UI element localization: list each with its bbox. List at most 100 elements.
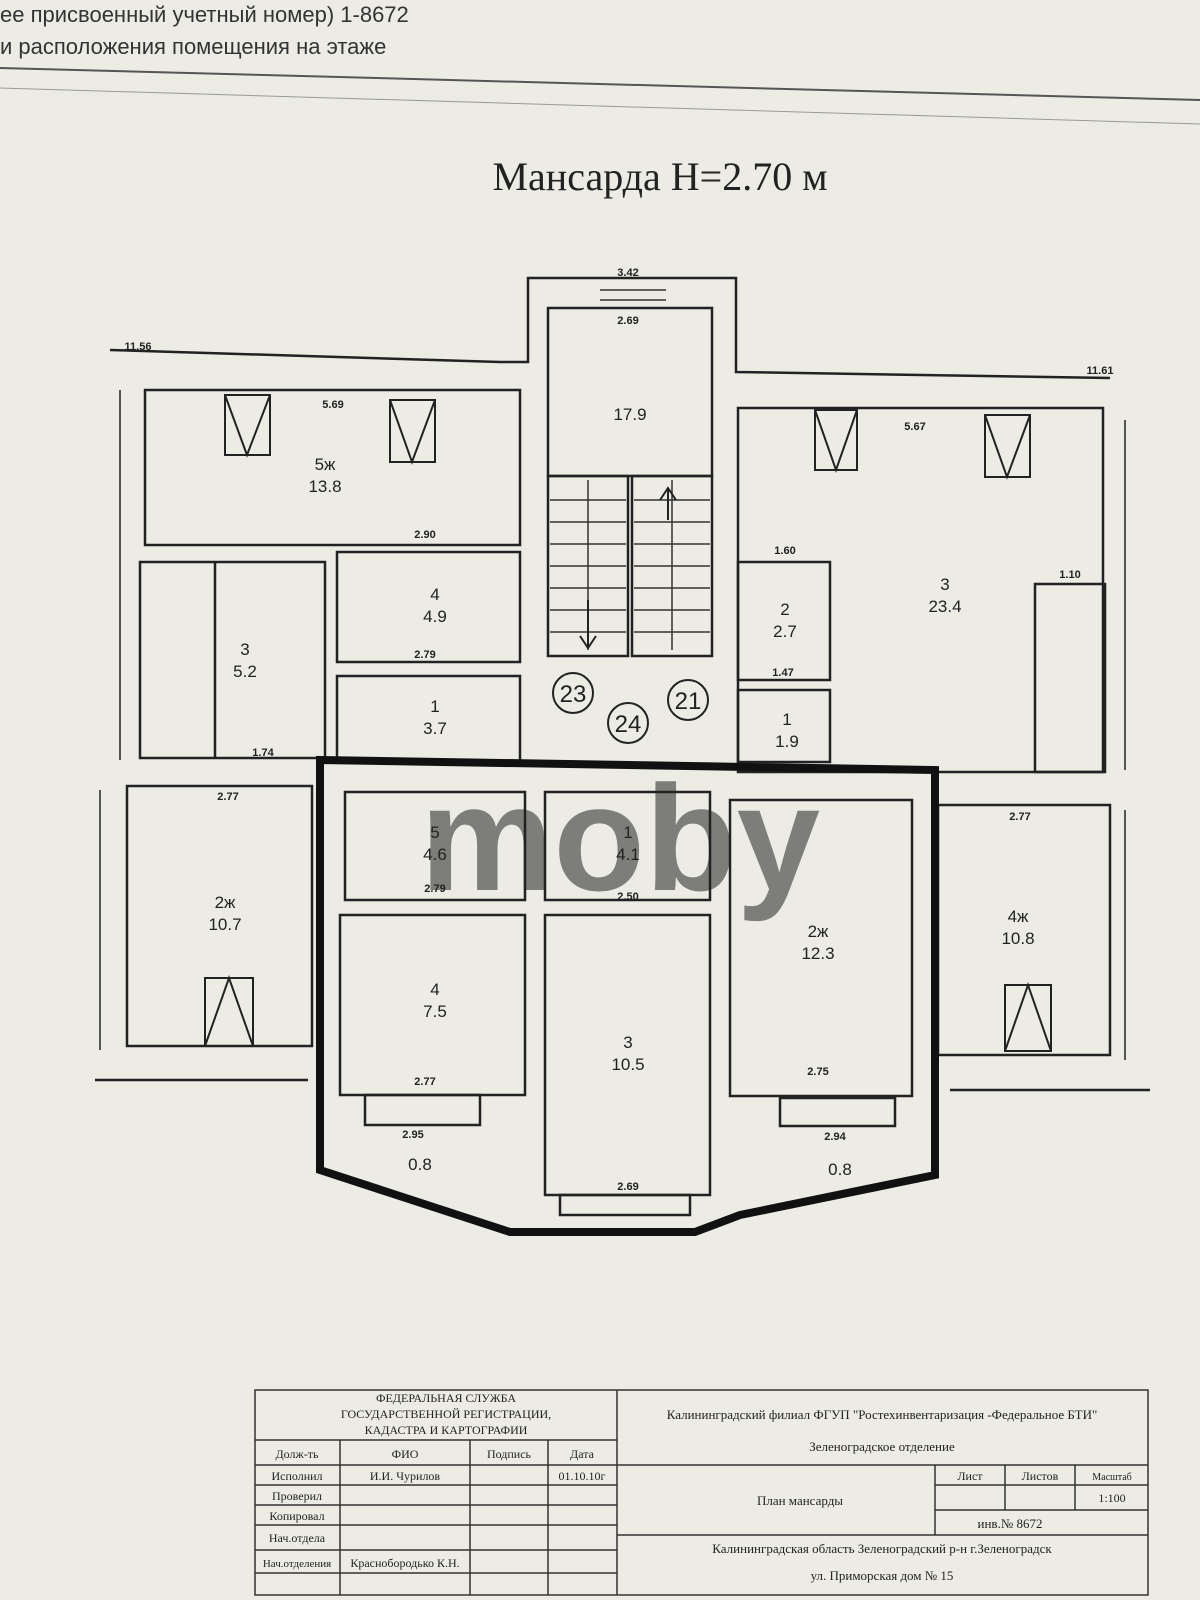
col-post: Долж-ть — [275, 1447, 319, 1461]
col-date: Дата — [570, 1447, 595, 1461]
org-name: Калининградский филиал ФГУП "Ростехинвен… — [667, 1407, 1098, 1422]
stair-markers: 23 24 21 — [552, 486, 709, 744]
frame-line — [0, 87, 1200, 125]
row-post: Проверил — [272, 1489, 322, 1503]
dim-label: 3.42 — [617, 267, 638, 279]
dim-label: 1.60 — [774, 545, 795, 557]
col-sign: Подпись — [487, 1447, 532, 1461]
room-5zh-wall — [143, 388, 522, 547]
room-3-right-wall — [736, 406, 1105, 774]
header-line-1: ее присвоенный учетный номер) 1-8672 — [0, 2, 409, 27]
row-post: Нач.отдела — [269, 1531, 326, 1545]
room-area: 13.8 — [308, 477, 341, 496]
dim-label: 2.69 — [617, 1181, 638, 1193]
room-area: 0.8 — [828, 1160, 852, 1179]
stair-circle-21 — [667, 679, 709, 721]
room-2zh-center-wall — [728, 798, 914, 1098]
room-label: 2ж — [215, 893, 236, 912]
scale-label: Масштаб — [1092, 1472, 1132, 1483]
dim-label: 2.95 — [402, 1129, 423, 1141]
room-5-wall — [343, 790, 527, 902]
paper-edge — [0, 67, 1200, 101]
agency-line: ГОСУДАРСТВЕННОЙ РЕГИСТРАЦИИ, — [341, 1407, 551, 1421]
room-area: 4.6 — [423, 845, 447, 864]
dim-label: 2.50 — [617, 891, 638, 903]
dim-label: 11.56 — [125, 341, 152, 353]
room-area: 1.9 — [775, 732, 799, 751]
address-line-2: ул. Приморская дом № 15 — [811, 1568, 954, 1583]
dim-label: 2.77 — [1009, 811, 1030, 823]
room-area: 7.5 — [423, 1002, 447, 1021]
room-area: 3.7 — [423, 719, 447, 738]
room-label: 1 — [623, 823, 632, 842]
dim-label: 2.77 — [414, 1076, 435, 1088]
dim-label: 11.61 — [1087, 365, 1114, 377]
apartment-outline — [316, 755, 939, 1236]
dim-label: 5.69 — [322, 399, 343, 411]
col-name: ФИО — [392, 1447, 419, 1461]
window-marks — [204, 394, 1052, 1052]
stair-circle-23 — [552, 672, 594, 714]
room-label: 3 — [623, 1033, 632, 1052]
room-label: 4ж — [1008, 907, 1029, 926]
sheets-label: Листов — [1022, 1469, 1059, 1483]
dim-label: 2.79 — [414, 649, 435, 661]
stair-treads — [550, 289, 710, 650]
dim-label: 2.69 — [617, 315, 638, 327]
room-label: 3 — [940, 575, 949, 594]
room-2-wall — [736, 560, 832, 682]
room-label: 1 — [430, 697, 439, 716]
stair-label-23: 23 — [560, 681, 587, 708]
dim-label: 2.77 — [217, 791, 238, 803]
sheet-title: План мансарды — [757, 1493, 843, 1508]
room-area: 4.1 — [616, 845, 640, 864]
row-post: Исполнил — [271, 1469, 322, 1483]
inventory-number: инв.№ 8672 — [978, 1516, 1043, 1531]
arrow-down-icon — [579, 600, 597, 650]
dim-label: 2.79 — [424, 883, 445, 895]
stair-label-24: 24 — [615, 711, 642, 738]
dim-label: 2.90 — [414, 529, 435, 541]
room-4-top-wall — [335, 550, 522, 664]
room-area: 10.5 — [611, 1055, 644, 1074]
agency-line: КАДАСТРА И КАРТОГРАФИИ — [365, 1423, 528, 1437]
stair-label-21: 21 — [675, 688, 702, 715]
room-label: 1 — [782, 710, 791, 729]
title-block — [254, 1389, 1149, 1596]
dim-label: 2.75 — [807, 1066, 828, 1078]
dim-label: 1.74 — [252, 747, 274, 759]
room-label: 5 — [430, 823, 439, 842]
room-area: 12.3 — [801, 944, 834, 963]
agency-line: ФЕДЕРАЛЬНАЯ СЛУЖБА — [376, 1391, 516, 1405]
room-area: 4.9 — [423, 607, 447, 626]
room-1-right-wall — [736, 688, 832, 764]
dim-label: 5.67 — [904, 421, 925, 433]
room-label: 4 — [430, 980, 439, 999]
row-date: 01.10.10г — [559, 1469, 606, 1483]
stair-circle-24 — [607, 702, 649, 744]
room-area: 2.7 — [773, 622, 797, 641]
branch-name: Зеленоградское отделение — [809, 1439, 955, 1454]
dim-label: 2.94 — [824, 1131, 846, 1143]
room-area: 10.8 — [1001, 929, 1034, 948]
dim-label: 1.10 — [1059, 569, 1080, 581]
address-line-1: Калининградская область Зеленоградский р… — [712, 1541, 1052, 1556]
room-area: 23.4 — [928, 597, 961, 616]
wall-lines — [95, 276, 1150, 1217]
sheet-label: Лист — [957, 1469, 983, 1483]
plan-title: Мансарда H=2.70 м — [492, 154, 827, 199]
scale-value: 1:100 — [1098, 1491, 1125, 1505]
arrow-up-icon — [659, 486, 677, 520]
row-post: Копировал — [269, 1509, 324, 1523]
room-17-9-wall — [546, 306, 714, 478]
row-name: Краснобородько К.Н. — [350, 1556, 459, 1570]
room-label: 2ж — [808, 922, 829, 941]
room-1-center-wall — [543, 790, 712, 902]
row-name: И.И. Чурилов — [370, 1469, 441, 1483]
room-area: 10.7 — [208, 915, 241, 934]
header-line-2: и расположения помещения на этаже — [0, 34, 387, 59]
room-labels: 17.9 5ж 13.8 4 4.9 3 5.2 1 3.7 3 23.4 2 … — [208, 405, 1034, 1179]
room-label: 2 — [780, 600, 789, 619]
room-label: 5ж — [315, 455, 336, 474]
